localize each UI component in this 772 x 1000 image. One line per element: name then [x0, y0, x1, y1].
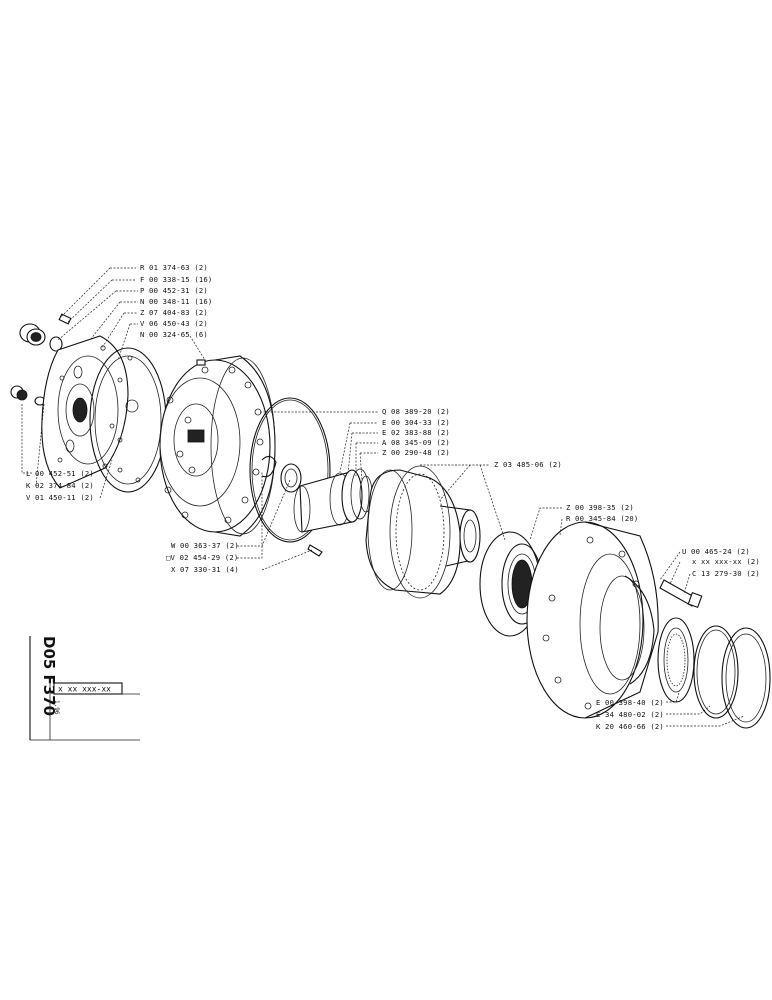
snap-ring — [280, 463, 323, 557]
callout-z00398: Z 00 398-35 (2) — [566, 503, 634, 512]
callout-x07330: X 07 330-31 (4) — [171, 565, 239, 574]
callout-z03485: Z 03 485-06 (2) — [494, 460, 562, 469]
callout-e02383: E 02 383-88 (2) — [382, 428, 450, 437]
callout-n00348: N 00 348-11 (16) — [140, 297, 212, 306]
wheel-hub-housing — [526, 521, 659, 719]
leader-lines — [21, 267, 745, 727]
callout-w00363: W 00 363-37 (2) — [171, 541, 239, 550]
callout-e00304: E 00 304-33 (2) — [382, 418, 450, 427]
wheel-stud — [659, 579, 703, 609]
o-ring — [249, 397, 331, 543]
bearing — [479, 531, 571, 637]
drawing-code: D05 F370 — [40, 636, 58, 716]
callout-k02374: K 02 374-84 (2) — [26, 481, 94, 490]
callout-v06450: V 06 450-43 (2) — [140, 319, 208, 328]
callout-xxx: x xx xxx-xx (2) — [692, 557, 760, 566]
callout-c13279: C 13 279-30 (2) — [692, 569, 760, 578]
gear-shaft — [293, 468, 373, 533]
hub-flange — [159, 355, 276, 537]
callout-p00452: P 00 452-31 (2) — [140, 286, 208, 295]
side-note: 1.96 — [53, 700, 60, 715]
ring-gear — [365, 465, 481, 599]
taper-bearing — [657, 617, 695, 703]
callout-v02454: □V 02 454-29 (2) — [166, 553, 238, 562]
callout-z07404: Z 07 404-83 (2) — [140, 308, 208, 317]
callout-l00452: L 00 452-51 (2) — [26, 469, 94, 478]
callout-r00345: R 00 345-84 (20) — [566, 514, 638, 523]
callout-f00338: F 00 338-15 (16) — [140, 275, 212, 284]
callout-r01374: R 01 374-63 (2) — [140, 263, 208, 272]
callout-v01450: V 01 450-11 (2) — [26, 493, 94, 502]
drawing-reference-block: D05 F370 x xx xxx-xx 1.96 — [29, 636, 140, 741]
seal-rings — [693, 625, 771, 729]
callout-a08345: A 08 345-09 (2) — [382, 438, 450, 447]
part-number-box — [53, 682, 123, 695]
cap-assembly — [10, 313, 129, 489]
callout-e34480: E 34 480-02 (2) — [596, 710, 664, 719]
callout-z00290: Z 00 290-48 (2) — [382, 448, 450, 457]
callout-labels: R 01 374-63 (2) F 00 338-15 (16) P 00 45… — [26, 263, 760, 731]
callout-q08389: Q 08 389-20 (2) — [382, 407, 450, 416]
callout-u00465: U 00 465-24 (2) — [682, 547, 750, 556]
callout-k20460: K 20 460-66 (2) — [596, 722, 664, 731]
callout-n00324: N 00 324-65 (6) — [140, 330, 208, 339]
callout-e00398: E 00 398-40 (2) — [596, 698, 664, 707]
part-number-box-text: x xx xxx-xx — [58, 685, 111, 694]
